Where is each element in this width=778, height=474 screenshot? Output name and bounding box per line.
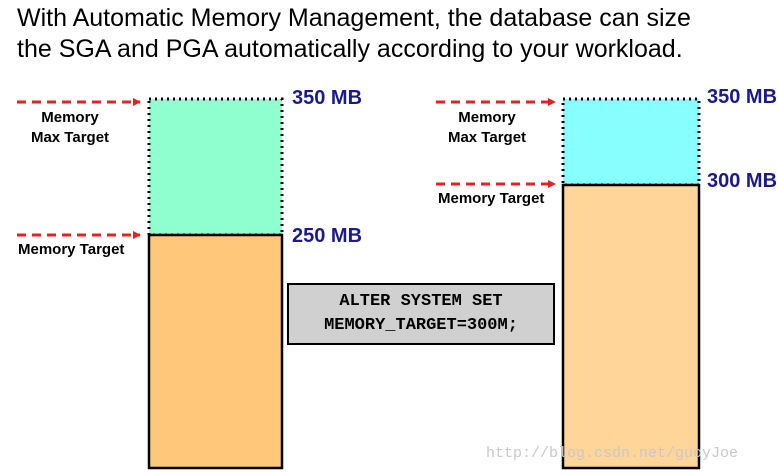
- left-target-label: Memory Target: [18, 241, 125, 258]
- left-target-value: 250 MB: [292, 225, 363, 247]
- right-max-region: [563, 99, 699, 185]
- left-max-target-label-line-1: Memory: [41, 109, 99, 126]
- right-target-label: Memory Target: [438, 190, 545, 207]
- left-max-target-label-line-2: Max Target: [30, 129, 110, 146]
- left-memory-column: [17, 97, 284, 470]
- left-target-region: [147, 233, 284, 470]
- title-line-2: the SGA and PGA automatically according …: [17, 35, 683, 63]
- right-max-target-label-line-2: Max Target: [447, 129, 527, 146]
- right-max-value: 350 MB: [707, 86, 778, 108]
- command-line-2: MEMORY_TARGET=300M;: [324, 316, 518, 335]
- left-max-target-label: Memory Max Target: [24, 108, 116, 148]
- left-max-region: [149, 99, 282, 235]
- right-max-target-label: Memory Max Target: [441, 108, 533, 148]
- right-memory-column: [436, 97, 701, 470]
- right-target-region: [561, 183, 701, 470]
- title-line-1: With Automatic Memory Management, the da…: [17, 4, 691, 32]
- left-max-region-border: [147, 97, 284, 237]
- watermark: http://blog.csdn.net/guoyJoe: [486, 445, 739, 462]
- page-title: With Automatic Memory Management, the da…: [17, 3, 777, 65]
- right-target-value: 300 MB: [707, 170, 778, 192]
- left-max-value: 350 MB: [292, 87, 363, 109]
- alter-system-command: ALTER SYSTEM SET MEMORY_TARGET=300M;: [287, 283, 555, 345]
- command-line-1: ALTER SYSTEM SET: [339, 292, 503, 311]
- right-max-target-label-line-1: Memory: [458, 109, 516, 126]
